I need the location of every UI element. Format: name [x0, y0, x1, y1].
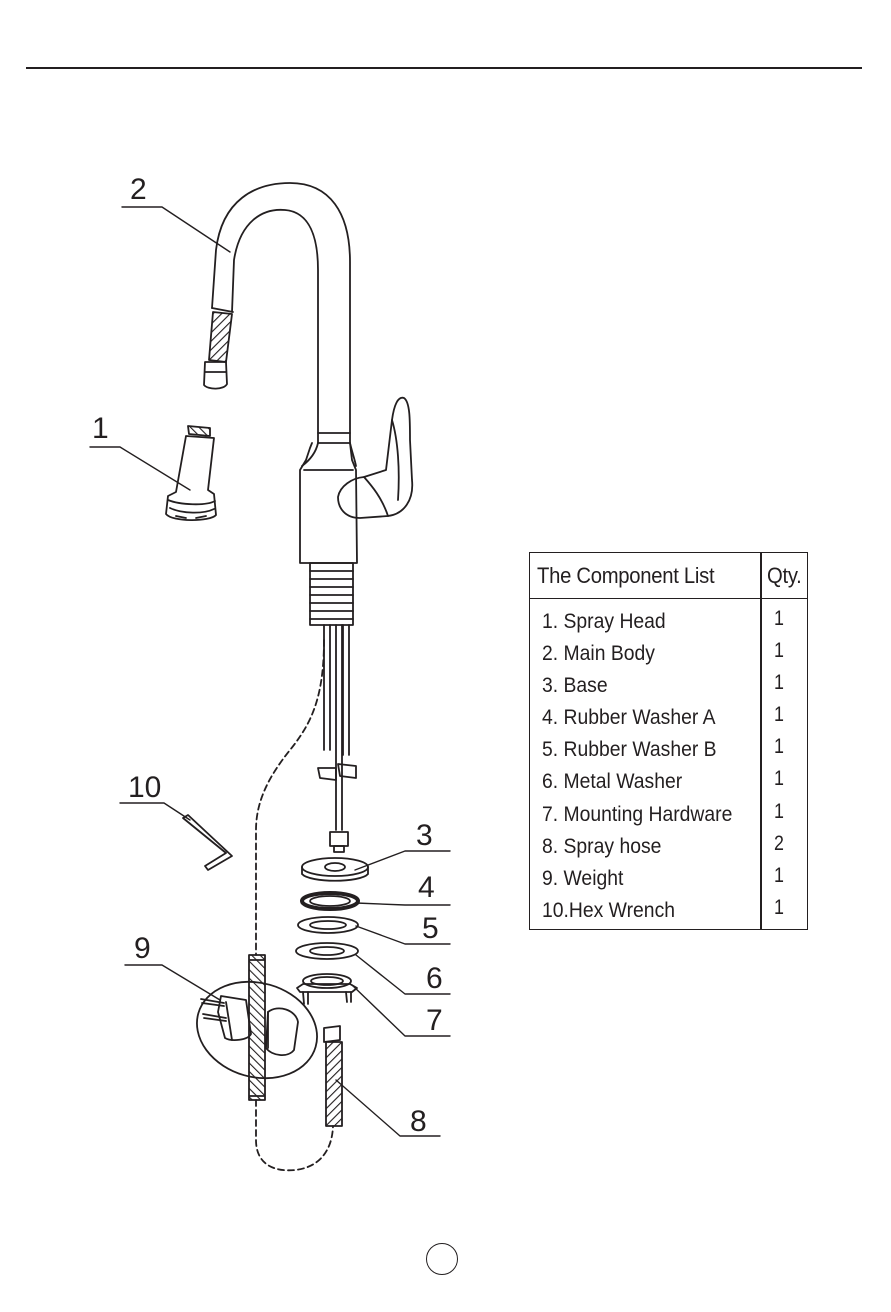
table-body: 1. Spray Head 1 2. Main Body 1 3. Base 1 4.… — [530, 607, 807, 928]
rubber-washer-b-part — [298, 917, 358, 933]
table-row: 8. Spray hose 2 — [530, 832, 807, 864]
row-qty: 1 — [774, 800, 784, 824]
callout-4: 4 — [418, 871, 435, 904]
table-row: 3. Base 1 — [530, 671, 807, 703]
table-row: 4. Rubber Washer A 1 — [530, 703, 807, 735]
callout-3: 3 — [416, 819, 433, 852]
callout-5: 5 — [422, 912, 439, 945]
row-qty: 1 — [774, 767, 784, 791]
rubber-washer-a-part — [302, 893, 358, 909]
table-row: 2. Main Body 1 — [530, 639, 807, 671]
row-name: 7. Mounting Hardware — [542, 802, 732, 827]
table-row: 5. Rubber Washer B 1 — [530, 735, 807, 767]
row-name: 1. Spray Head — [542, 609, 666, 634]
component-list-table: The Component List Qty. 1. Spray Head 1 2… — [529, 552, 808, 930]
row-qty: 1 — [774, 864, 784, 888]
row-qty: 2 — [774, 832, 784, 856]
metal-washer-part — [296, 943, 358, 959]
page-number-circle — [426, 1243, 458, 1275]
spray-head-part — [166, 426, 216, 520]
callout-2: 2 — [130, 173, 147, 206]
row-name: 6. Metal Washer — [542, 769, 682, 794]
row-name: 8. Spray hose — [542, 834, 661, 859]
row-qty: 1 — [774, 671, 784, 695]
callout-6: 6 — [426, 962, 443, 995]
table-header-row: The Component List Qty. — [530, 553, 807, 599]
row-name: 5. Rubber Washer B — [542, 737, 717, 762]
table-row: 7. Mounting Hardware 1 — [530, 800, 807, 832]
table-row: 1. Spray Head 1 — [530, 607, 807, 639]
callout-9: 9 — [134, 932, 151, 965]
row-name: 4. Rubber Washer A — [542, 705, 716, 730]
table-row: 9. Weight 1 — [530, 864, 807, 896]
row-name: 9. Weight — [542, 866, 623, 891]
callout-1: 1 — [92, 412, 109, 445]
callout-8: 8 — [410, 1105, 427, 1138]
main-body-part — [212, 183, 412, 852]
leader-lines — [90, 207, 450, 1136]
row-name: 3. Base — [542, 673, 608, 698]
table-row: 6. Metal Washer 1 — [530, 767, 807, 799]
row-qty: 1 — [774, 735, 784, 759]
hex-wrench-part — [183, 815, 232, 870]
row-qty: 1 — [774, 896, 784, 920]
table-header-name: The Component List — [537, 563, 714, 589]
row-qty: 1 — [774, 703, 784, 727]
callout-10: 10 — [128, 771, 161, 804]
row-name: 2. Main Body — [542, 641, 655, 666]
callout-7: 7 — [426, 1004, 443, 1037]
row-name: 10.Hex Wrench — [542, 898, 675, 923]
row-qty: 1 — [774, 607, 784, 631]
mounting-hardware-part — [297, 974, 357, 1004]
row-qty: 1 — [774, 639, 784, 663]
table-row: 10.Hex Wrench 1 — [530, 896, 807, 928]
table-header-qty: Qty. — [767, 563, 802, 589]
